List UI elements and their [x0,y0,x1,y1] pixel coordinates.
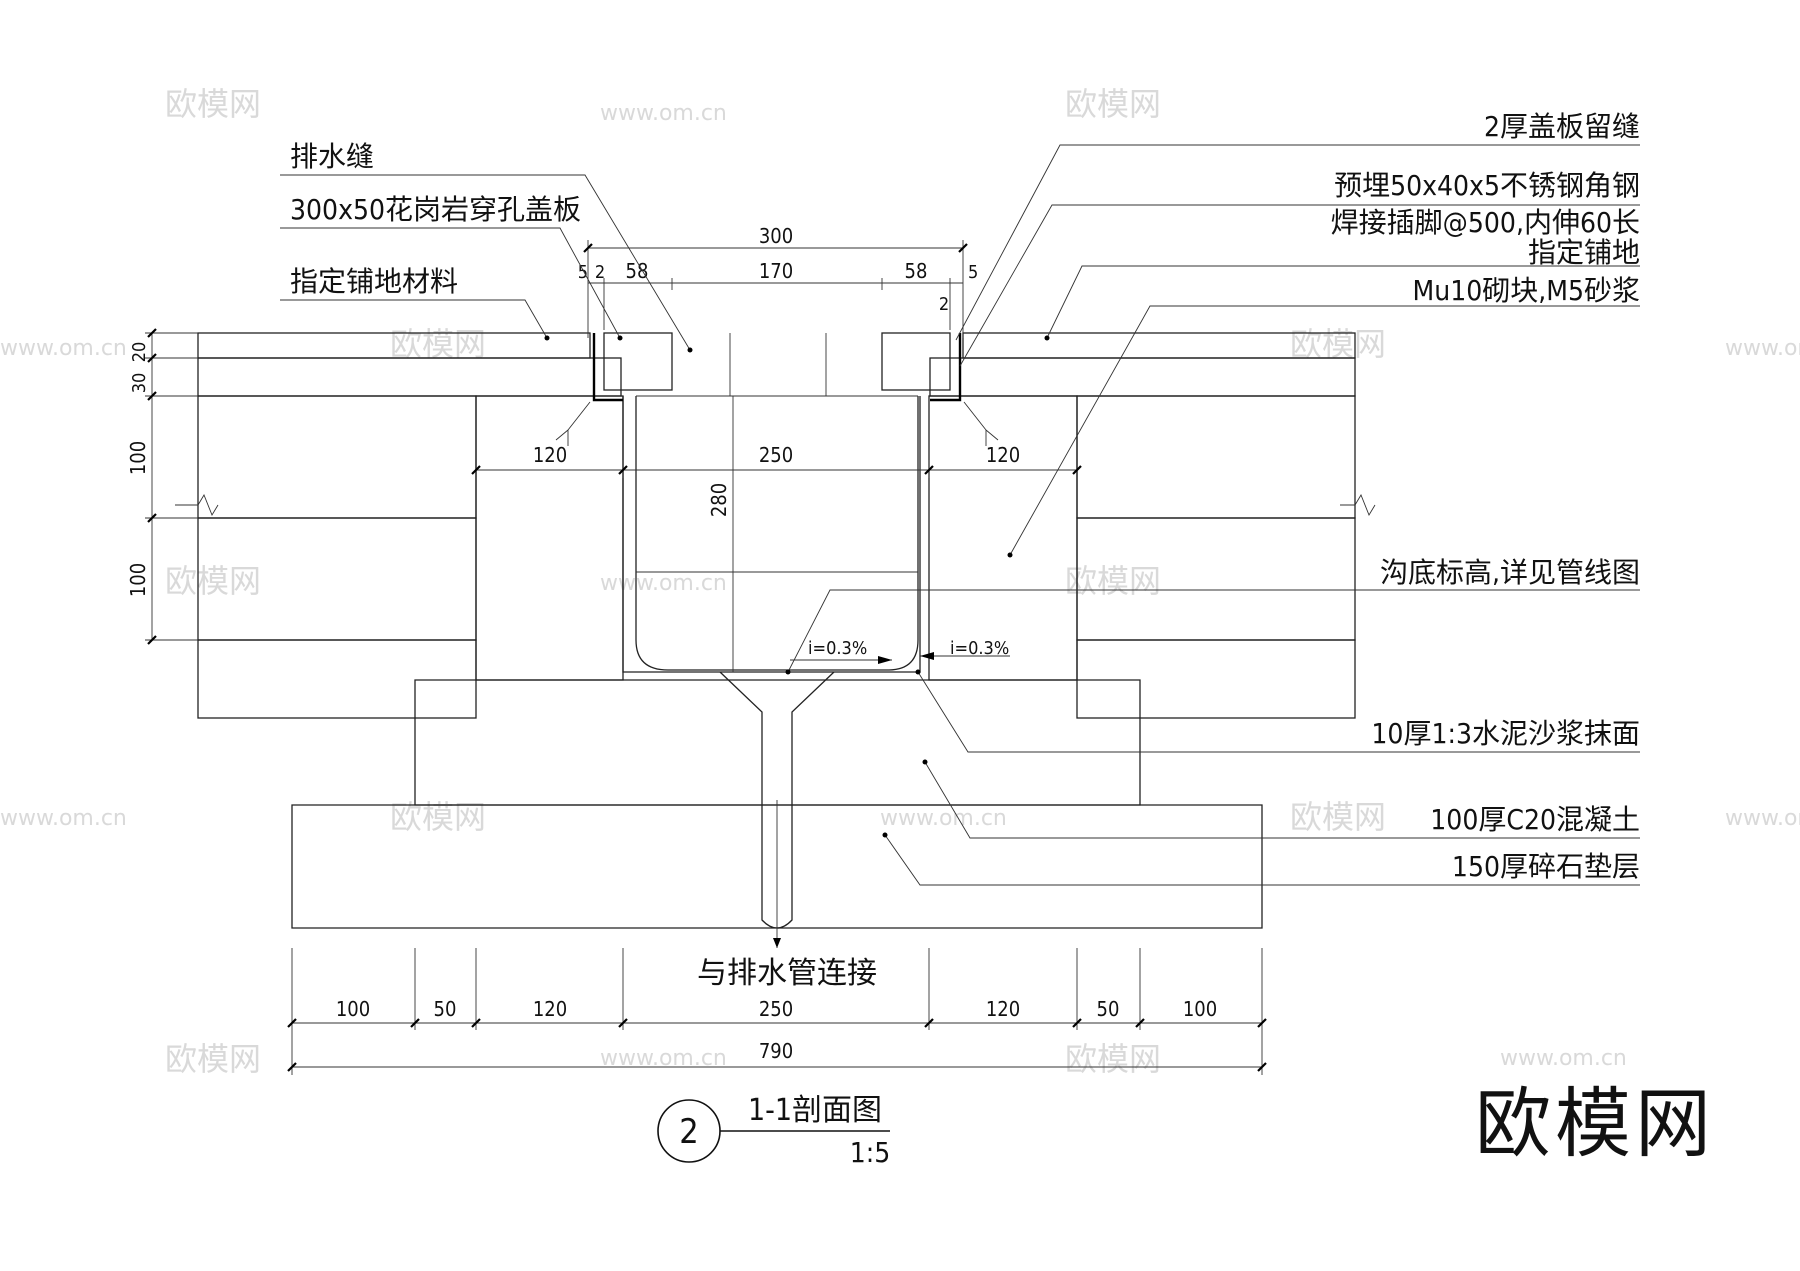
slope-markers: i=0.3% i=0.3% [790,638,1010,664]
concrete-base-right [1076,395,1356,519]
dim-inner: 120 [986,443,1020,467]
label-paving-right: 指定铺地 [1528,236,1640,269]
label-angle-steel: 预埋50x40x5不锈钢角钢 [1334,169,1640,202]
dim-bottom-seg: 100 [336,997,370,1021]
dim-top-seg: 58 [905,259,928,283]
dim-top-seg: 170 [759,259,793,283]
dim-top-seg: 58 [626,259,649,283]
dim-bottom-seg: 120 [533,997,567,1021]
mortar-layer-left [197,357,622,397]
label-plate-gap: 2厚盖板留缝 [1484,110,1640,143]
anchor-leg-left [555,401,591,446]
dim-bottom-seg: 50 [434,997,457,1021]
angle-steel-left [592,333,623,402]
watermark-url: www.om.cn [1725,806,1800,831]
watermark-logo: 欧模网 [165,85,261,123]
break-mark-right [1340,493,1376,517]
watermark-url: www.om.cn [600,101,727,126]
dim-layer: 30 [129,373,150,394]
concrete-base-left [197,395,477,519]
concrete-slab [414,679,1141,806]
dimension-texts: 300 5 2 58 170 58 2 5 20 30 100 100 120 … [126,224,1217,1063]
label-outlet: 与排水管连接 [697,956,877,991]
label-plaster: 10厚1:3水泥沙浆抹面 [1371,717,1640,750]
slope-right: i=0.3% [950,638,1009,659]
detail-number: 2 [679,1112,698,1152]
dimension-lines [145,240,1267,1075]
outlet-arrow [773,938,781,948]
angle-steel-right [930,333,962,402]
dim-top-seg: 5 [578,262,588,283]
watermark-logo: 欧模网 [390,798,486,836]
dim-inner: 250 [759,443,793,467]
dim-top-seg: 2 [595,262,605,283]
slope-left: i=0.3% [808,638,867,659]
dim-top-total: 300 [759,224,793,248]
label-trench-bottom: 沟底标高,详见管线图 [1380,556,1640,589]
title-block: 2 1-1剖面图 1:5 [657,1093,891,1169]
gravel-bed [291,804,1263,929]
masonry-wall-left [475,395,624,681]
watermarks: 欧模网 www.om.cn 欧模网 www.om.cn 欧模网 欧模网 www.… [0,85,1800,1078]
cover-plate-left [603,332,673,391]
dim-bottom-seg: 50 [1097,997,1120,1021]
watermark-logo: 欧模网 [1065,1040,1161,1078]
anchor-leg-right [963,401,999,446]
dim-bottom-seg: 100 [1183,997,1217,1021]
section-scale: 1:5 [850,1136,891,1169]
break-mark-left [175,493,219,517]
watermark-logo: 欧模网 [1065,562,1161,600]
watermark-url: www.om.cn [0,336,127,361]
leader-lines [280,144,1640,886]
label-cover-plate: 300x50花岗岩穿孔盖板 [290,193,581,226]
watermark-logo: 欧模网 [165,562,261,600]
earth-left [197,639,477,719]
dim-inner: 120 [533,443,567,467]
watermark-logo: 欧模网 [390,325,486,363]
watermark-url: www.om.cn [880,806,1007,831]
watermark-logo: 欧模网 [1290,325,1386,363]
dim-layer: 100 [126,563,150,597]
watermark-logo: 欧模网 [1290,798,1386,836]
watermark-logo: 欧模网 [1065,85,1161,123]
annotations: 排水缝 300x50花岗岩穿孔盖板 指定铺地材料 2厚盖板留缝 预埋50x40x… [290,110,1640,991]
earth-right [1076,639,1356,719]
section-structure [175,332,1376,948]
watermark-url: www.om.cn [0,806,127,831]
label-concrete: 100厚C20混凝土 [1430,803,1640,836]
cover-plate-right [881,332,951,391]
dim-bottom-seg: 250 [759,997,793,1021]
brand-logo: 欧模网 [1475,1079,1715,1168]
dim-layer: 20 [129,342,150,363]
dim-layer: 100 [126,441,150,475]
dim-top-seg: 5 [968,262,978,283]
section-title: 1-1剖面图 [748,1093,882,1128]
watermark-url: www.om.cn [600,571,727,596]
watermark-logo: 欧模网 [165,1040,261,1078]
watermark-url: www.om.cn [1725,336,1800,361]
label-gravel: 150厚碎石垫层 [1452,850,1640,883]
label-angle-steel-weld: 焊接插脚@500,内伸60长 [1331,206,1640,239]
label-masonry: Mu10砌块,M5砂浆 [1412,274,1640,307]
dim-depth: 280 [707,483,731,517]
watermark-url: www.om.cn [1500,1046,1627,1071]
dim-bottom-total: 790 [759,1039,793,1063]
mortar-layer-right [929,357,1356,397]
channel-lining [622,396,921,673]
dim-top-seg: 2 [939,294,949,315]
label-paving-left: 指定铺地材料 [290,265,458,298]
channel-interior [635,396,919,671]
label-drain-gap: 排水缝 [290,140,374,173]
dim-bottom-seg: 120 [986,997,1020,1021]
